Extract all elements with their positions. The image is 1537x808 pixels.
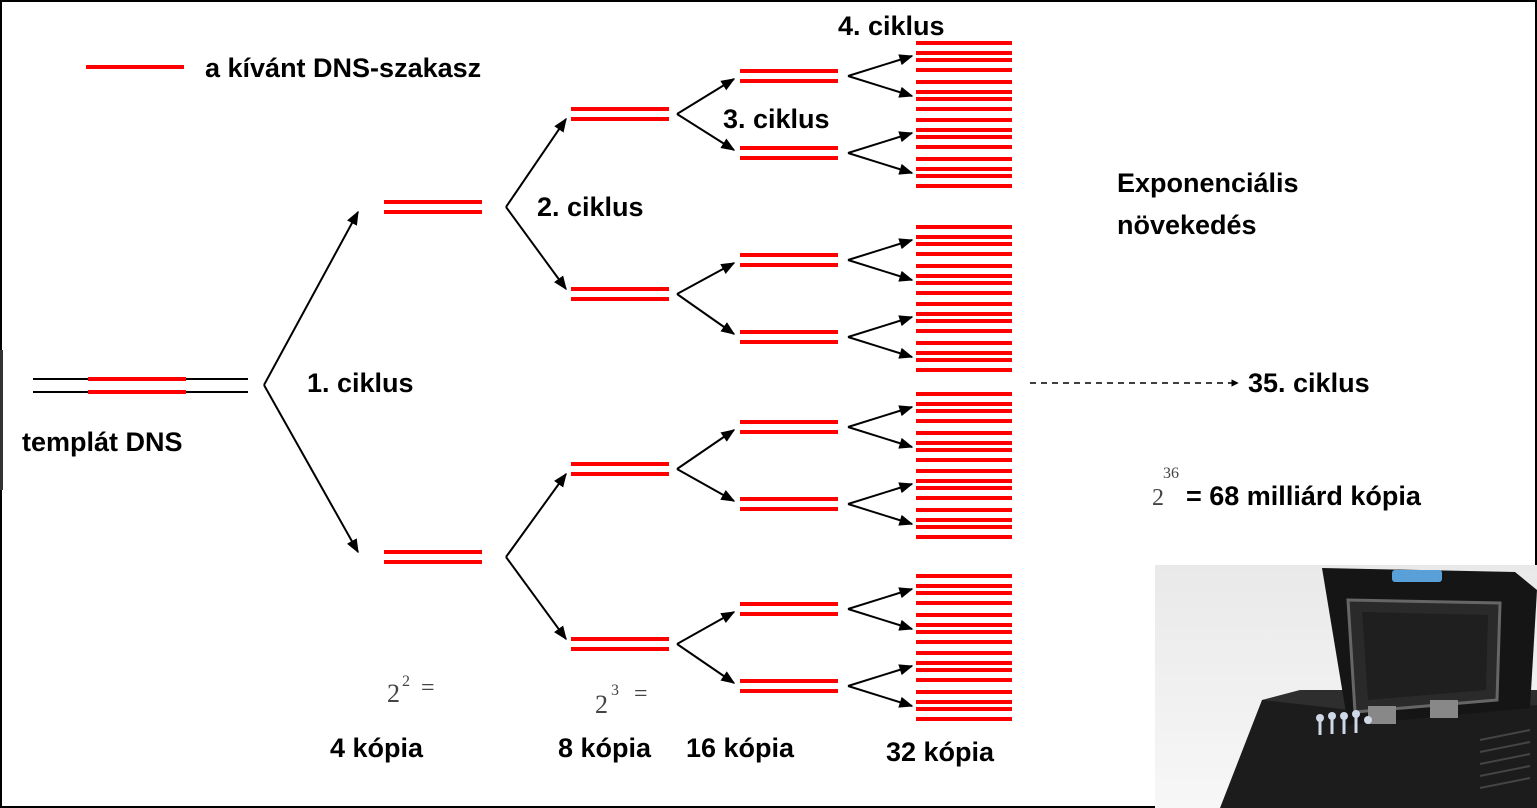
cycle-2-arrow: [505, 206, 567, 291]
cycle-2-arrow: [505, 556, 567, 641]
total-copies-text: = 68 milliárd kópia: [1186, 481, 1422, 511]
cycle-4-arrow: [847, 664, 914, 687]
copies-8-label: 8 kópia: [558, 733, 652, 763]
template-dna: [33, 377, 248, 394]
cycle-2-label: 2. ciklus: [537, 192, 644, 222]
cycle-4-arrow: [847, 259, 914, 282]
growth-line-1: Exponenciális: [1117, 168, 1299, 198]
cycle-4-arrow: [847, 54, 914, 77]
cycle-3-arrow: [676, 113, 736, 151]
power-b-equals: =: [634, 681, 648, 707]
cycle-4-arrow: [847, 608, 914, 631]
cycle-arrows: [263, 54, 914, 708]
power-a-exponent: 2: [402, 673, 410, 690]
copies-4-label: 4 kópia: [330, 733, 424, 763]
cycle-4-arrow: [847, 75, 914, 98]
cycle-4-label: 4. ciklus: [838, 11, 945, 41]
cycle-4-arrow: [847, 482, 914, 505]
cycle-3-arrow: [676, 262, 736, 295]
power-b-exponent: 3: [611, 682, 619, 699]
cycle-2-arrow: [505, 472, 567, 558]
cycle-4-arrow: [847, 405, 914, 428]
cycle-3-arrow: [676, 468, 736, 502]
cycle-2-arrow: [505, 117, 567, 208]
power-a-equals: =: [421, 675, 435, 701]
cycle-4-arrow: [847, 315, 914, 338]
left-edge-bar: [0, 350, 3, 490]
cycle-1-arrow: [263, 384, 359, 554]
pcr-thermocycler-photo: [1155, 565, 1537, 808]
copies-16-label: 16 kópia: [686, 733, 795, 763]
cycle-4-arrow: [847, 685, 914, 708]
cycle-35-label: 35. ciklus: [1248, 368, 1370, 398]
cycle-4-arrow: [847, 152, 914, 175]
legend-label: a kívánt DNS-szakasz: [205, 53, 481, 83]
cycle-3-arrow: [676, 78, 736, 115]
cycle-4-arrow: [847, 426, 914, 449]
cycle-3-arrow: [676, 611, 736, 645]
template-label: templát DNS: [22, 427, 183, 457]
power-a-base: 2: [387, 679, 400, 708]
total-power-base: 2: [1152, 485, 1164, 511]
power-b-base: 2: [595, 690, 608, 719]
cycle-3-label: 3. ciklus: [723, 104, 830, 134]
total-power-exponent: 36: [1163, 465, 1179, 482]
cycle-4-arrow: [847, 503, 914, 526]
cycle-3-arrow: [676, 293, 736, 335]
cycle-4-arrow: [847, 336, 914, 359]
cycle-1-label: 1. ciklus: [307, 368, 414, 398]
cycle-3-arrow: [676, 429, 736, 470]
cycle-4-arrow: [847, 131, 914, 154]
cycle-4-arrow: [847, 587, 914, 610]
cycle-3-arrow: [676, 643, 736, 684]
dna-copies: [384, 41, 1012, 721]
cycle-1-arrow: [263, 210, 359, 386]
growth-line-2: növekedés: [1117, 210, 1257, 240]
copies-32-label: 32 kópia: [886, 737, 995, 767]
cycle-4-arrow: [847, 238, 914, 261]
